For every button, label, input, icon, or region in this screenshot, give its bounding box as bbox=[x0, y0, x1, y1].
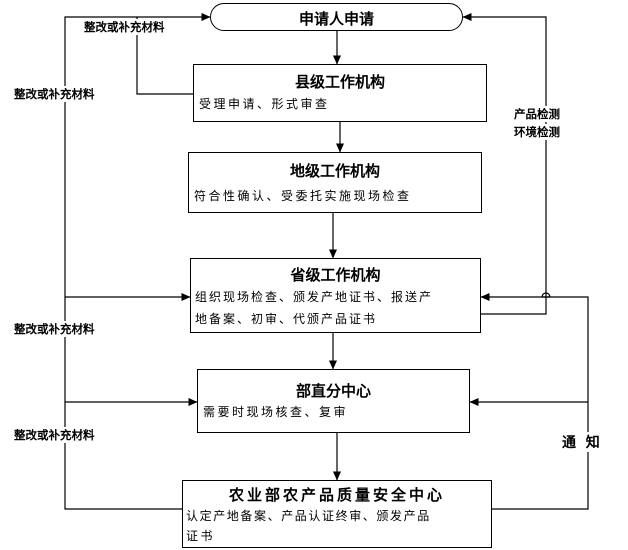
node-county-title: 县级工作机构 bbox=[294, 73, 385, 91]
node-prefecture-title: 地级工作机构 bbox=[289, 162, 380, 180]
label-revise-left-3: 整改或补充材料 bbox=[14, 427, 95, 443]
loop-branch-revise bbox=[64, 297, 182, 510]
label-env-test: 环境检测 bbox=[514, 124, 560, 140]
label-revise-left-1: 整改或补充材料 bbox=[14, 86, 95, 102]
node-applicant-title: 申请人申请 bbox=[298, 10, 374, 28]
node-center-desc-line1: 认定产地备案、产品认证终审、颁发产品 bbox=[186, 509, 431, 523]
node-center-title: 农业部农产品质量安全中心 bbox=[228, 486, 445, 504]
loop-notify bbox=[492, 296, 589, 510]
node-applicant: 申请人申请 bbox=[210, 3, 463, 31]
label-revise-left-2: 整改或补充材料 bbox=[14, 321, 95, 337]
node-province-desc-line2: 地备案、初审、代颁产品证书 bbox=[195, 312, 378, 326]
node-prefecture: 地级工作机构 符合性确认、受委托实施现场检查 bbox=[188, 152, 482, 213]
node-prefecture-desc: 符合性确认、受委托实施现场检查 bbox=[194, 189, 412, 203]
node-county: 县级工作机构 受理申请、形式审查 bbox=[193, 64, 487, 122]
loop-county-revise bbox=[136, 13, 211, 95]
node-province: 省级工作机构 组织现场检查、颁发产地证书、报送产 地备案、初审、代颁产品证书 bbox=[190, 258, 481, 333]
label-product-test: 产品检测 bbox=[514, 106, 560, 122]
node-county-desc: 受理申请、形式审查 bbox=[199, 97, 330, 111]
node-center-desc-line2: 证书 bbox=[186, 529, 216, 543]
node-branch-title: 部直分中心 bbox=[295, 382, 371, 400]
node-center: 农业部农产品质量安全中心 认定产地备案、产品认证终审、颁发产品 证书 bbox=[182, 480, 492, 548]
label-revise-top: 整改或补充材料 bbox=[84, 19, 165, 35]
loop-province-revise bbox=[64, 16, 137, 297]
label-notify: 通 知 bbox=[562, 432, 600, 452]
node-branch-desc: 需要时现场核查、复审 bbox=[203, 405, 349, 419]
loop-testing bbox=[462, 13, 547, 315]
node-province-desc-line1: 组织现场检查、颁发产地证书、报送产 bbox=[195, 290, 434, 304]
node-province-title: 省级工作机构 bbox=[290, 266, 381, 284]
node-branch: 部直分中心 需要时现场核查、复审 bbox=[197, 369, 470, 433]
